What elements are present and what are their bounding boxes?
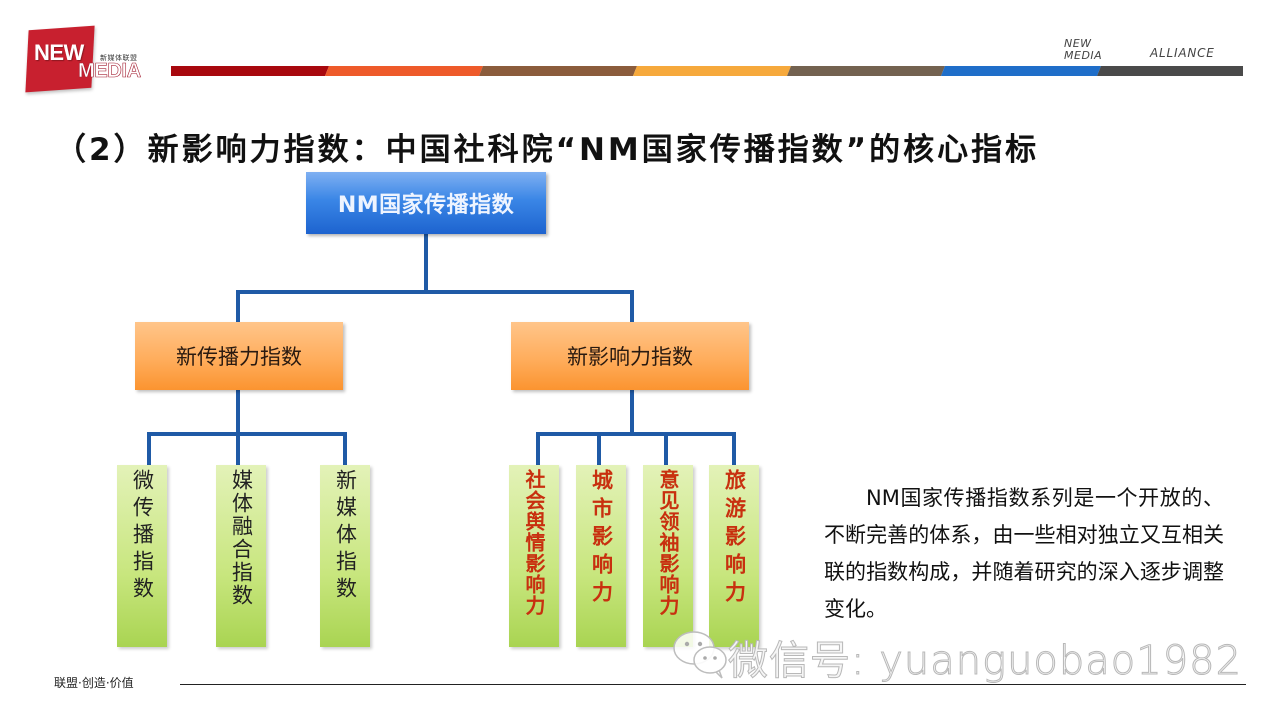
- connector-leaf-1-1: [147, 432, 151, 465]
- connector-branch-2-stem: [630, 390, 634, 434]
- node-root-label: NM国家传播指数: [337, 193, 515, 218]
- node-leaf-label: 城市影响力: [589, 469, 614, 609]
- connector-root-bar: [236, 290, 634, 294]
- connector-leaf-2-1: [536, 432, 540, 465]
- node-branch-new-dissemination: 新传播力指数: [135, 322, 343, 390]
- wechat-icon: [673, 631, 727, 679]
- node-leaf-label: 社会舆情影响力: [522, 469, 546, 616]
- node-branch-label: 新传播力指数: [176, 345, 302, 369]
- node-leaf-label: 媒体融合指数: [229, 469, 254, 607]
- node-branch-label: 新影响力指数: [567, 345, 693, 369]
- header-color-stripe: [171, 66, 1255, 76]
- connector-to-branch-2: [630, 290, 634, 322]
- stripe-segment-taupe: [787, 66, 945, 76]
- stripe-segment-blue: [941, 66, 1101, 76]
- node-branch-new-influence: 新影响力指数: [511, 322, 749, 390]
- stripe-segment-yellow: [633, 66, 791, 76]
- footer-slogan: 联盟·创造·价值: [54, 676, 134, 690]
- connector-leaf-1-3: [343, 432, 347, 465]
- watermark-text: 微信号: yuanguobao1982: [727, 638, 1243, 685]
- connector-leaf-1-2: [236, 432, 240, 465]
- stripe-segment-orange: [325, 66, 483, 76]
- slide-title: （2）新影响力指数：中国社科院“NM国家传播指数”的核心指标: [55, 132, 1040, 168]
- connector-leaf-2-3: [664, 432, 668, 465]
- node-leaf-new-media: 新媒体指数: [320, 465, 370, 647]
- node-leaf-label: 微传播指数: [130, 469, 155, 604]
- connector-to-branch-1: [236, 290, 240, 322]
- logo-text-media: MEDIA: [78, 60, 142, 83]
- node-leaf-micro-dissemination: 微传播指数: [117, 465, 167, 647]
- node-leaf-label: 新媒体指数: [333, 469, 358, 604]
- node-leaf-city-influence: 城市影响力: [576, 465, 626, 647]
- connector-branch-2-bar: [536, 432, 736, 436]
- connector-branch-1-stem: [236, 390, 240, 434]
- node-leaf-label: 旅游影响力: [722, 469, 747, 609]
- connector-branch-1-bar: [147, 432, 347, 436]
- node-leaf-label: 意见领袖影响力: [656, 469, 680, 616]
- connector-leaf-2-2: [597, 432, 601, 465]
- node-leaf-tourism-influence: 旅游影响力: [709, 465, 759, 647]
- header-label-alliance: ALLIANCE: [1150, 46, 1215, 60]
- header-label-new-media: NEW MEDIA: [1064, 37, 1103, 62]
- node-leaf-public-opinion: 社会舆情影响力: [509, 465, 559, 647]
- logo-text-new: NEW: [34, 40, 84, 65]
- stripe-segment-brown: [479, 66, 637, 76]
- node-root: NM国家传播指数: [306, 172, 546, 234]
- footer-divider: [180, 684, 1246, 685]
- description-paragraph: NM国家传播指数系列是一个开放的、不断完善的体系，由一些相对独立又互相关联的指数…: [824, 486, 1224, 621]
- connector-leaf-2-4: [732, 432, 736, 465]
- node-leaf-media-convergence: 媒体融合指数: [216, 465, 266, 647]
- node-leaf-opinion-leader: 意见领袖影响力: [643, 465, 693, 647]
- connector-root-stem: [424, 234, 428, 292]
- logo-tagline: 新媒体联盟: [100, 54, 138, 62]
- stripe-segment-red: [171, 66, 329, 76]
- stripe-segment-gray: [1097, 66, 1243, 76]
